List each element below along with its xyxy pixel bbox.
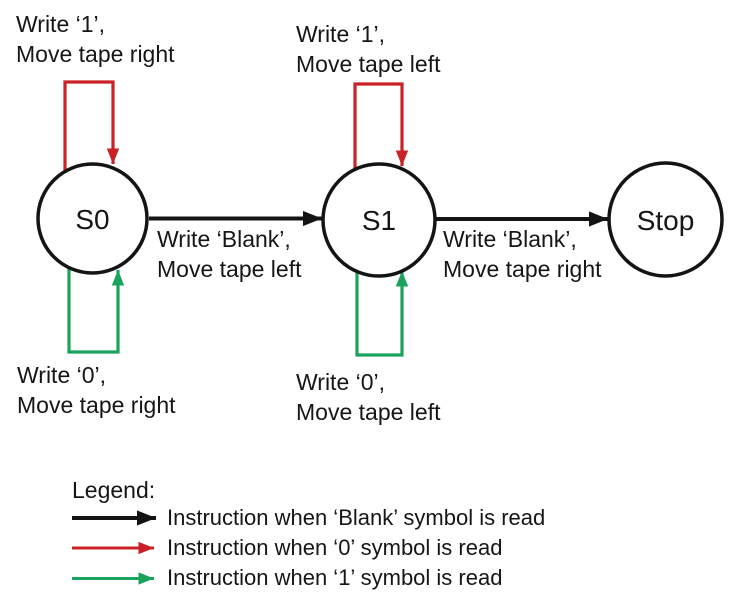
- s1-green-self-loop-arrow: [355, 269, 409, 357]
- state-s0-label: S0: [75, 204, 110, 235]
- label-line: Write ‘1’,: [296, 21, 386, 47]
- state-stop-circle: [607, 161, 724, 278]
- label-s0-red-loop: Write ‘1’, Move tape right: [16, 9, 175, 69]
- label-line: Move tape left: [296, 51, 441, 77]
- label-s1-red-loop: Write ‘1’, Move tape left: [296, 19, 440, 79]
- label-line: Write ‘Blank’,: [157, 226, 291, 252]
- s0-red-self-loop-arrow: [63, 80, 120, 172]
- label-line: Move tape right: [16, 41, 175, 67]
- label-line: Move tape left: [157, 256, 302, 282]
- legend-item-blank: Instruction when ‘Blank’ symbol is read: [167, 505, 546, 530]
- label-s1-to-stop: Write ‘Blank’, Move tape right: [443, 224, 602, 284]
- label-s0-green-loop: Write ‘0’, Move tape right: [17, 360, 176, 420]
- s0-green-self-loop-arrow: [67, 266, 125, 354]
- state-stop-label: Stop: [636, 204, 695, 236]
- label-s1-green-loop: Write ‘0’, Move tape left: [296, 367, 440, 427]
- label-s0-to-s1: Write ‘Blank’, Move tape left: [157, 224, 301, 284]
- label-line: Write ‘0’,: [296, 369, 386, 395]
- s1-red-self-loop-arrow: [353, 82, 409, 171]
- legend-item-zero: Instruction when ‘0’ symbol is read: [167, 535, 503, 560]
- label-line: Move tape right: [17, 392, 176, 418]
- label-line: Move tape left: [296, 399, 441, 425]
- state-s0-circle: [36, 162, 149, 275]
- label-line: Move tape right: [443, 256, 602, 282]
- label-line: Write ‘1’,: [16, 11, 106, 37]
- state-s1-label: S1: [361, 205, 397, 236]
- state-s1-circle: [321, 162, 437, 278]
- legend-item-one: Instruction when ‘1’ symbol is read: [167, 565, 503, 590]
- label-line: Write ‘Blank’,: [443, 226, 577, 252]
- legend-title: Legend:: [72, 477, 156, 503]
- label-line: Write ‘0’,: [17, 362, 107, 388]
